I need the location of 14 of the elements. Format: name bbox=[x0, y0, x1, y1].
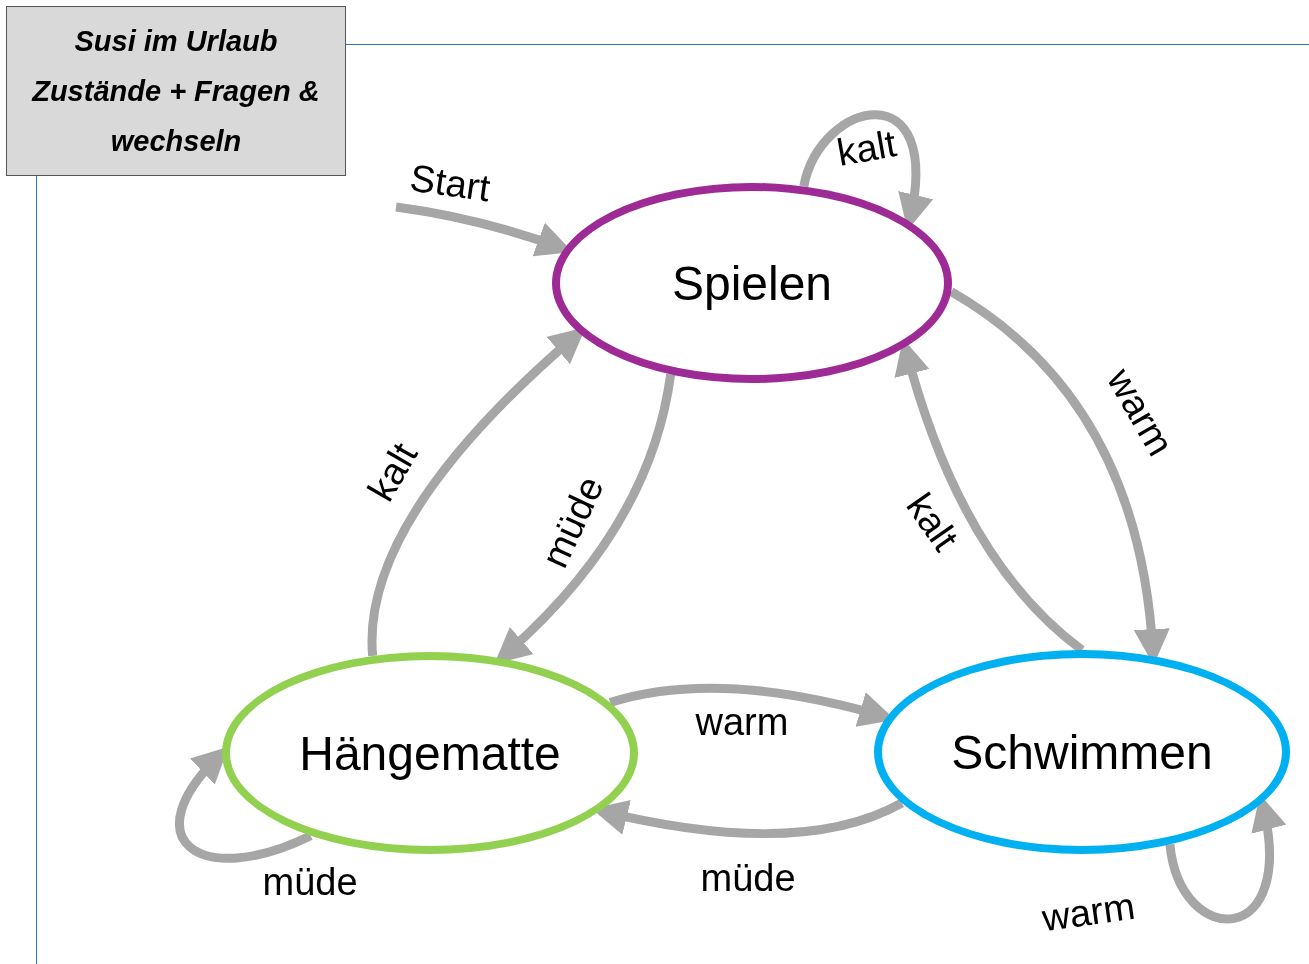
edge-label: müde bbox=[534, 470, 610, 574]
state-name: Hängematte bbox=[299, 725, 561, 781]
edge-label: warm bbox=[1039, 886, 1137, 938]
title-box: Susi im Urlaub Zustände + Fragen & wechseln bbox=[6, 6, 346, 176]
state-name: Spielen bbox=[671, 255, 833, 311]
edge-label: warm bbox=[695, 703, 789, 741]
edge-label: Start bbox=[407, 158, 493, 208]
edge-label: müde bbox=[700, 859, 796, 897]
edge-label: kalt bbox=[360, 436, 424, 508]
edge-label: kalt bbox=[833, 124, 899, 172]
edge-label: müde bbox=[262, 863, 358, 901]
arrow bbox=[175, 746, 313, 863]
state-name: Schwimmen bbox=[951, 724, 1213, 780]
edge-label: kalt bbox=[899, 486, 965, 558]
